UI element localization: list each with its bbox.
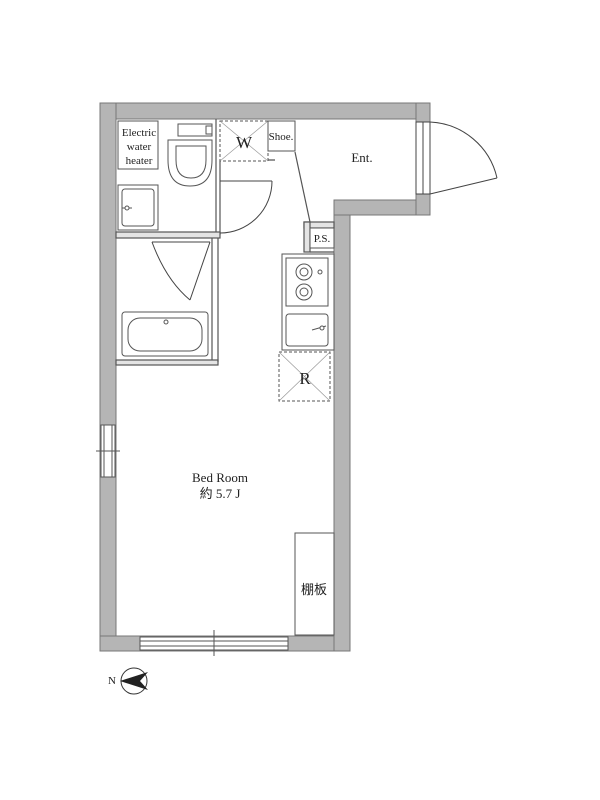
bathtub-icon xyxy=(121,311,209,357)
toilet-door xyxy=(219,180,273,234)
washer-label: W xyxy=(236,133,253,152)
refrigerator-label: R xyxy=(299,369,311,388)
compass-icon: N xyxy=(108,667,148,695)
bedroom-size: 約 5.7 J xyxy=(200,486,241,501)
pipe-space: P.S. xyxy=(309,227,335,249)
water-heater-label-2: water xyxy=(127,141,152,153)
shelf: 棚板 xyxy=(294,532,335,636)
pipe-space-label: P.S. xyxy=(314,233,331,245)
kitchen-counter xyxy=(281,253,335,351)
water-heater: Electric water heater xyxy=(117,120,159,170)
shoe-box: Shoe. xyxy=(267,120,296,152)
entrance-label: Ent. xyxy=(351,150,372,165)
water-heater-label-1: Electric xyxy=(122,127,156,139)
bottom-window xyxy=(139,630,289,656)
left-window xyxy=(96,424,120,478)
water-heater-label-3: heater xyxy=(126,155,153,167)
toilet-icon xyxy=(167,123,213,187)
refrigerator-space: R xyxy=(278,351,331,402)
bedroom-name: Bed Room xyxy=(192,470,248,485)
wash-basin-icon xyxy=(117,184,159,231)
entrance-door xyxy=(415,121,498,195)
outer-walls xyxy=(99,102,431,652)
washer-space: W xyxy=(219,120,269,162)
shelf-label: 棚板 xyxy=(301,582,327,597)
bath-door xyxy=(151,241,211,301)
shoe-label: Shoe. xyxy=(269,131,294,143)
north-label: N xyxy=(108,675,116,687)
